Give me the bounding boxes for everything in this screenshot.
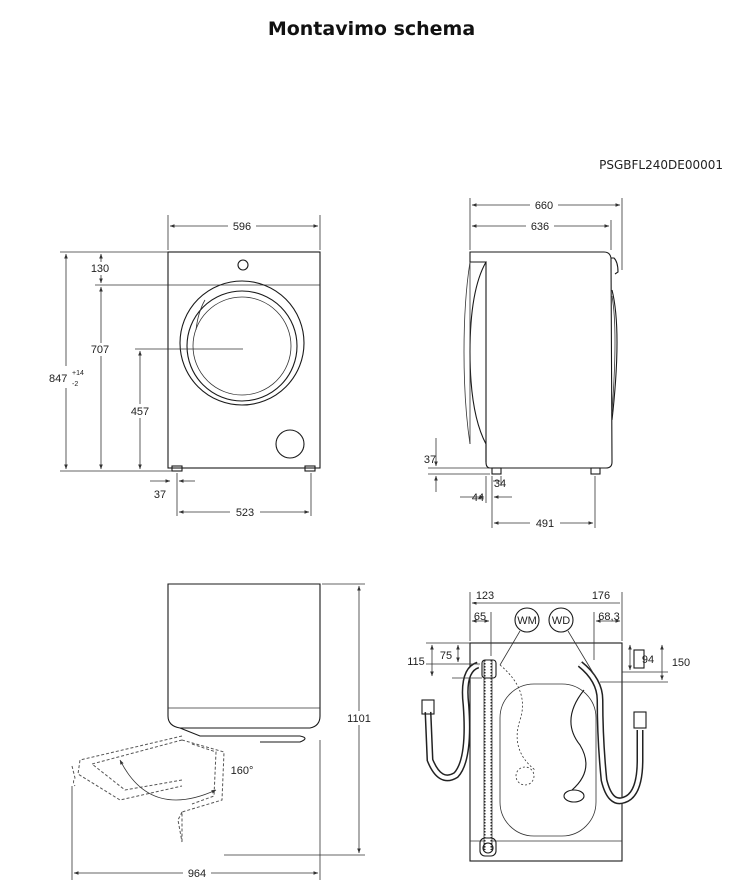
top-cabinet [167, 583, 321, 729]
rear-inlet-connector-left [421, 699, 435, 715]
front-knob [237, 259, 249, 271]
front-filter-cover [275, 429, 305, 459]
dim-rear-right-height-outer: 150 [672, 657, 690, 669]
dim-front-tolerance-minus: -2 [72, 381, 78, 388]
rear-cabinet [469, 642, 623, 862]
side-cabinet [469, 251, 613, 469]
dim-total-depth-open: 964 [188, 868, 206, 880]
dim-front-width: 596 [233, 221, 251, 233]
front-door-reflection [195, 299, 206, 331]
page-title: Montavimo schema [267, 18, 476, 40]
drawing-code: PSGBFL240DE00001 [599, 158, 723, 172]
side-door-bulge [611, 289, 618, 421]
dim-side-depth-total: 660 [535, 200, 553, 212]
rear-badge-wm-label: WM [517, 615, 537, 627]
dim-height-with-door: 1101 [347, 713, 371, 725]
dim-front-porthole-bottom: 457 [131, 406, 149, 418]
dim-rear-right-inner: 68,3 [598, 611, 619, 623]
front-cabinet [167, 251, 321, 469]
dim-rear-left-inner: 65 [474, 611, 486, 623]
rear-badge-wm [514, 607, 540, 633]
rear-dotted-path [499, 664, 536, 771]
front-foot-left [171, 465, 183, 472]
dim-rear-left-height-outer: 115 [407, 656, 425, 668]
dim-rear-left-height-inner: 75 [440, 650, 452, 662]
door-angle-arc [119, 759, 217, 801]
dim-side-foot-inset: 44 [472, 492, 484, 504]
dim-front-foot-offset: 37 [154, 489, 166, 501]
side-control-knob [611, 257, 619, 275]
dim-door-angle: 160° [231, 765, 254, 777]
dim-side-foot-height: 37 [424, 454, 436, 466]
dim-front-total-height: 847 [49, 373, 67, 385]
rear-top-bracket [633, 649, 645, 669]
rear-power-cable [570, 689, 587, 791]
dim-front-porthole-center: 707 [91, 344, 109, 356]
dim-rear-right-offset: 176 [592, 590, 610, 602]
dim-rear-left-offset: 123 [476, 590, 494, 602]
rear-service-panel [499, 683, 597, 837]
door-open-view: 1101 160° 964 [71, 583, 375, 880]
front-door-rim [186, 290, 298, 402]
dim-side-foot-width: 34 [494, 478, 506, 490]
front-door-outer [179, 280, 305, 406]
rear-power-plug [563, 789, 585, 803]
door-closed-outline [181, 739, 225, 842]
front-foot-right [304, 465, 316, 472]
dim-rear-right-height-inner: 94 [642, 654, 654, 666]
side-view: 660 636 37 44 34 491 [424, 198, 623, 530]
front-view: 596 130 707 457 847 +14 -2 37 523 [44, 215, 321, 519]
side-rear-panel [463, 261, 471, 445]
rear-view: WM WD 123 65 176 68,3 115 75 94 150 [407, 589, 690, 862]
dim-front-tolerance-plus: +14 [72, 370, 84, 377]
rear-valve-left [481, 659, 497, 679]
dim-front-top-panel: 130 [91, 263, 109, 275]
dim-side-foot-span: 491 [536, 518, 554, 530]
rear-inlet-hose-right [577, 661, 644, 805]
dim-front-foot-span: 523 [236, 507, 254, 519]
door-open-outline-outer [77, 735, 183, 801]
rear-badge-wd [548, 607, 574, 633]
side-back-curve [469, 261, 487, 462]
front-door-glass [192, 296, 292, 396]
rear-drain-hose-end [479, 837, 497, 857]
side-foot-rear [491, 467, 502, 475]
side-foot-front [590, 467, 601, 475]
dim-side-depth-body: 636 [531, 221, 549, 233]
rear-badge-wd-label: WD [552, 615, 570, 627]
rear-inlet-connector-right [633, 711, 647, 729]
door-hinge-rim [179, 727, 306, 743]
